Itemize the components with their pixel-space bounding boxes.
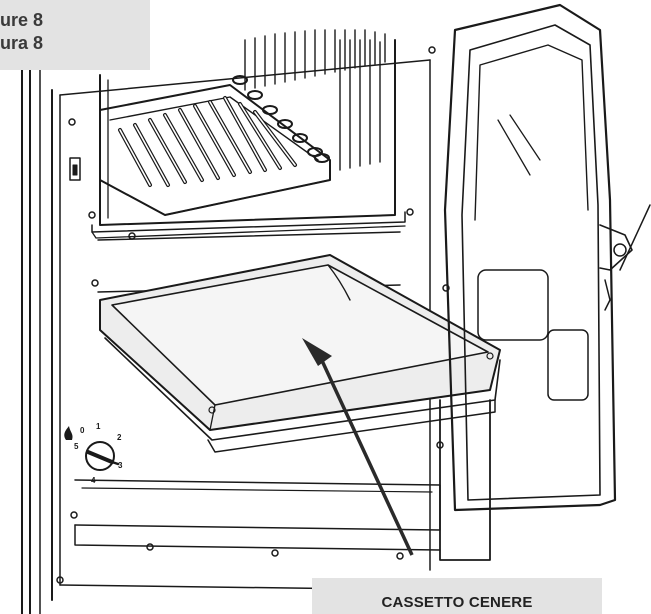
- dial-number: 2: [117, 433, 122, 442]
- flame-icon: [64, 426, 73, 440]
- dial-numbers: 0 1 2 3 4 5: [74, 422, 123, 485]
- dial-number: 4: [91, 476, 96, 485]
- screw-icon: [56, 46, 450, 584]
- figure-label-line-1: ure 8: [0, 10, 44, 30]
- figure-label-line-2: ura 8: [0, 33, 44, 53]
- arrow-icon: [302, 338, 414, 556]
- sight-indicator: [69, 157, 81, 181]
- dial-number: 1: [96, 422, 101, 431]
- door: [443, 3, 651, 512]
- dial-number: 0: [80, 426, 85, 435]
- dial-number: 5: [74, 442, 79, 451]
- lower-chamber: [74, 399, 491, 561]
- control-dial: [85, 441, 120, 471]
- callout-text: CASSETTO CENERE: [381, 594, 533, 611]
- ash-drawer: [97, 231, 501, 453]
- callout-label: CASSETTO CENERE: [312, 578, 602, 614]
- grate: [99, 75, 331, 216]
- figure-label: ure 8 ura 8: [0, 0, 150, 70]
- dial-number: 3: [118, 461, 123, 470]
- fire-chamber: [91, 29, 406, 239]
